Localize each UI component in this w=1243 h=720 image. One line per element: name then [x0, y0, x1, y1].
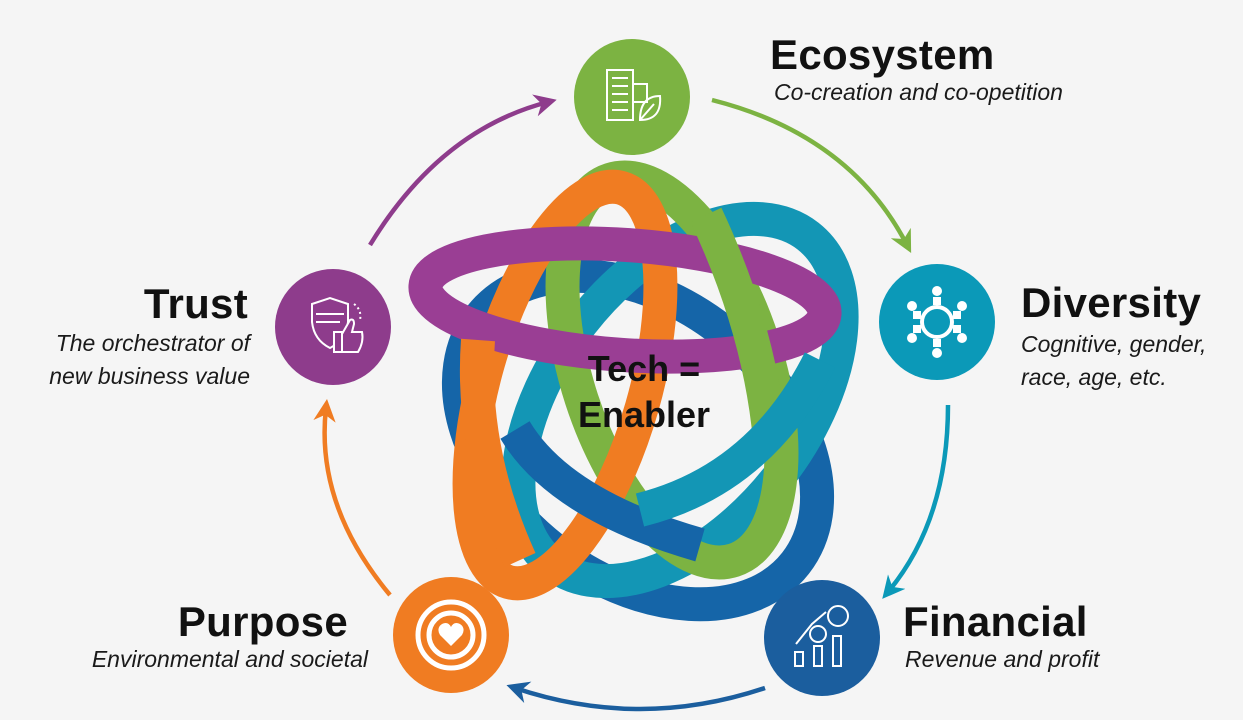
trust-subtitle-line-1: The orchestrator of	[55, 330, 250, 356]
building-leaf-icon	[606, 69, 662, 122]
financial-node	[764, 580, 880, 696]
arrow-purpose-to-trust	[313, 399, 392, 597]
trust-node	[275, 269, 391, 385]
arrow-financial-to-purpose	[506, 681, 766, 712]
money-growth-icon	[794, 605, 849, 667]
purpose-label: Purpose Environmental and societal	[20, 601, 370, 676]
trust-subtitle-line-2: new business value	[49, 363, 250, 389]
heart-target-icon	[415, 599, 487, 671]
trust-title: Trust	[143, 280, 248, 327]
financial-subtitle: Revenue and profit	[905, 646, 1100, 672]
diversity-title: Diversity	[1021, 279, 1202, 326]
ecosystem-title: Ecosystem	[770, 31, 995, 78]
diversity-node	[879, 264, 995, 380]
ecosystem-label: Ecosystem Co-creation and co-opetition	[770, 34, 1063, 109]
financial-title: Financial	[903, 598, 1088, 645]
financial-label: Financial Revenue and profit	[903, 601, 1099, 676]
ribbon-blue-overlap	[500, 420, 705, 562]
arrow-diversity-to-financial	[882, 404, 951, 599]
purpose-subtitle: Environmental and societal	[91, 646, 368, 672]
trust-label: Trust The orchestrator of new business v…	[0, 283, 250, 393]
ribbon-purple	[408, 226, 842, 374]
shield-thumbs-up-icon	[311, 296, 364, 353]
purpose-title: Purpose	[177, 598, 348, 645]
diversity-subtitle-line-1: Cognitive, gender,	[1021, 331, 1207, 357]
diversity-label: Diversity Cognitive, gender, race, age, …	[1021, 282, 1206, 394]
ribbon-orange-overlap	[459, 338, 536, 568]
center-label: Tech = Enabler	[544, 346, 744, 438]
ecosystem-subtitle: Co-creation and co-opetition	[774, 79, 1063, 105]
ribbon-teal-overlap	[635, 352, 836, 527]
arrow-trust-to-ecosystem	[368, 94, 557, 247]
arrow-ecosystem-to-diversity	[711, 97, 912, 253]
diversity-subtitle-line-2: race, age, etc.	[1021, 364, 1167, 390]
interlaced-ribbon-knot	[408, 160, 859, 622]
center-line-2: Enabler	[577, 394, 711, 435]
center-line-1: Tech =	[587, 348, 701, 389]
people-circle-icon	[907, 286, 967, 358]
